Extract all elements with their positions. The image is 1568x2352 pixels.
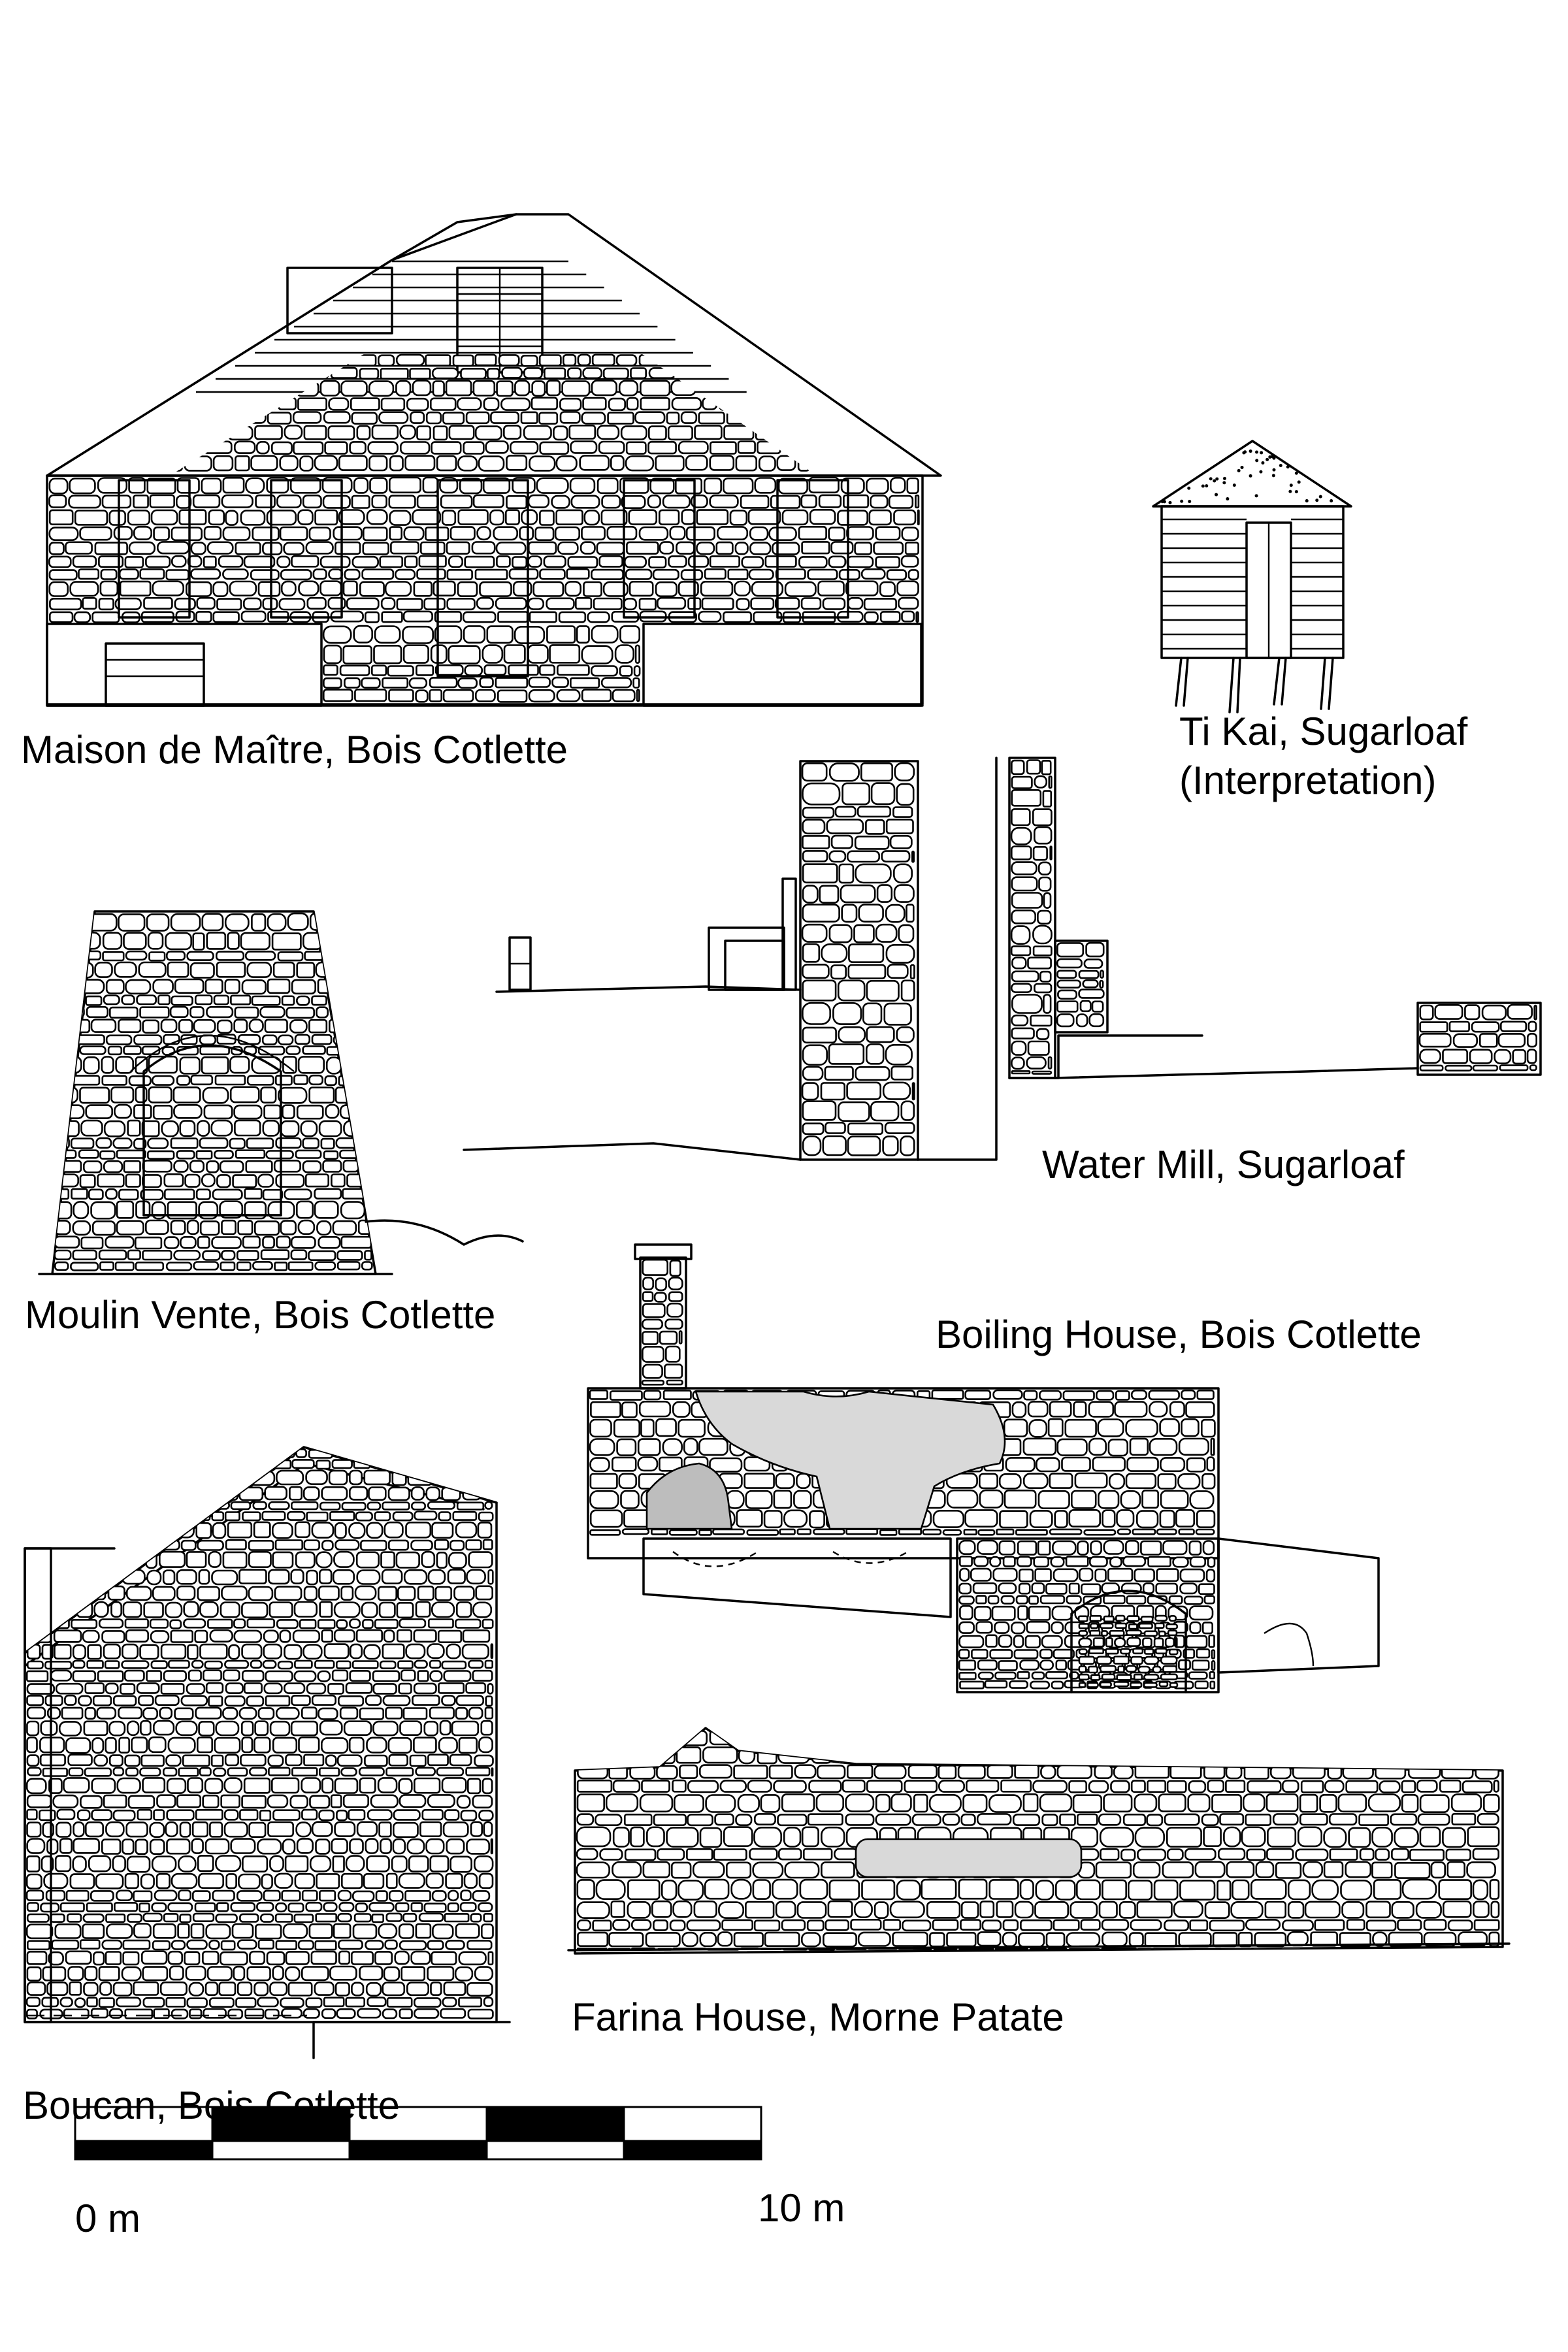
boucan-stonework [25, 1448, 494, 2019]
caption-boiling-house: Boiling House, Bois Cotlette [936, 1313, 1422, 1356]
caption-water-mill: Water Mill, Sugarloaf [1042, 1143, 1405, 1186]
maison-stonework [48, 476, 920, 703]
scale-bar-segment-bottom [348, 2140, 488, 2161]
caption-ti-kai: Ti Kai, Sugarloaf (Interpretation) [1179, 710, 1468, 802]
moulin-vente-drawing [38, 910, 524, 1275]
boiling-house-chimney-stonework [641, 1258, 683, 1386]
scale-bar-segment-bottom [623, 2140, 762, 2161]
scale-bar [74, 2106, 762, 2161]
water-mill-drawing [463, 757, 1542, 1161]
ti-kai-drawing [1152, 440, 1352, 713]
farina-house-drawing [567, 1727, 1511, 1955]
water-mill-right-pier-stonework [1010, 759, 1053, 1075]
caption-boucan: Boucan, Bois Cotlette [23, 2083, 400, 2127]
scale-bar-segment-top [623, 2106, 762, 2142]
scale-bar-start-label: 0 m [75, 2197, 141, 2240]
maison-de-maitre-drawing [46, 213, 942, 707]
scale-bar-end-label: 10 m [758, 2186, 845, 2230]
scale-bar-segment-top [74, 2106, 214, 2142]
caption-moulin-vente: Moulin Vente, Bois Cotlette [25, 1293, 496, 1337]
ti-kai-roof-stipple [1160, 449, 1333, 504]
scale-bar-segment-bottom [211, 2140, 351, 2161]
moulin-stonework [53, 912, 373, 1271]
caption-maison-de-maitre: Maison de Maître, Bois Cotlette [21, 728, 568, 772]
boiling-house-drawing [587, 1243, 1380, 1693]
boucan-drawing [24, 1446, 511, 2059]
scale-bar-segment-top [348, 2106, 488, 2142]
water-mill-pier-stonework [801, 762, 915, 1156]
boiling-house-arch-infill [1077, 1614, 1179, 1688]
caption-farina-house: Farina House, Morne Patate [572, 1995, 1064, 2039]
scale-bar-segment-bottom [74, 2140, 214, 2161]
ti-kai-siding [1162, 518, 1343, 650]
water-mill-low-wall [1056, 941, 1105, 1028]
scale-bar-segment-bottom [485, 2140, 625, 2161]
water-mill-far-wall [1418, 1004, 1538, 1071]
scale-bar-segment-top [485, 2106, 625, 2142]
